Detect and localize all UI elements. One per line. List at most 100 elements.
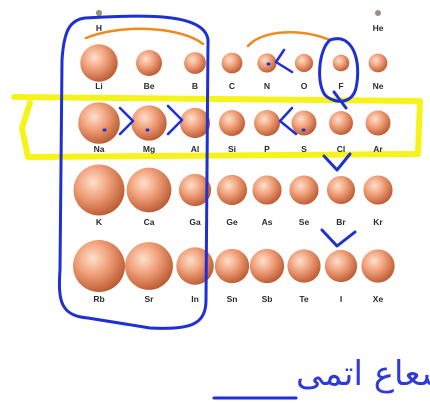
ink-annotations xyxy=(58,14,360,400)
element-symbol: O xyxy=(301,81,308,91)
atom-sphere xyxy=(291,110,317,136)
element-f: F xyxy=(332,54,350,91)
element-si: Si xyxy=(219,110,245,154)
highlight-band xyxy=(11,94,423,160)
element-symbol: In xyxy=(191,294,199,304)
element-he: He xyxy=(373,10,384,33)
element-xe: Xe xyxy=(361,249,395,304)
element-ge: Ge xyxy=(216,174,248,227)
element-symbol: Na xyxy=(94,144,105,154)
atom-sphere xyxy=(73,164,125,216)
atom-sphere xyxy=(363,175,393,205)
arrow-cl-br xyxy=(322,152,352,172)
arrow-s-cl xyxy=(278,106,298,136)
handwritten-caption: شعاع اتمی xyxy=(296,354,430,394)
element-s: S xyxy=(291,110,317,154)
arrow-mg-al xyxy=(166,104,184,136)
atom-sphere xyxy=(178,173,212,207)
atom-sphere xyxy=(294,53,314,73)
element-sb: Sb xyxy=(249,248,285,304)
arrow-f-cl xyxy=(332,90,348,110)
period2-arc-left xyxy=(84,27,205,46)
element-symbol: Si xyxy=(228,144,236,154)
atom-sphere xyxy=(254,110,280,136)
element-symbol: Li xyxy=(95,81,103,91)
group-bracket-left xyxy=(58,14,210,330)
atom-sphere xyxy=(219,110,245,136)
atom-sphere xyxy=(375,10,381,16)
atom-sphere xyxy=(184,52,206,74)
element-symbol: Sb xyxy=(262,294,273,304)
element-symbol: Be xyxy=(144,81,155,91)
element-ga: Ga xyxy=(178,173,212,227)
atom-sphere xyxy=(221,52,243,74)
element-symbol: C xyxy=(229,81,235,91)
atom-sphere xyxy=(126,167,172,213)
element-symbol: He xyxy=(373,23,384,33)
atom-sphere xyxy=(365,110,391,136)
element-symbol: Cl xyxy=(337,144,346,154)
atom-sphere xyxy=(332,54,350,72)
element-br: Br xyxy=(326,175,356,227)
element-in: In xyxy=(176,247,214,304)
atom-sphere xyxy=(326,175,356,205)
element-symbol: Se xyxy=(299,217,310,227)
element-sr: Sr xyxy=(125,242,173,304)
element-te: Te xyxy=(287,249,321,304)
element-symbol: P xyxy=(264,144,270,154)
element-rb: Rb xyxy=(73,240,125,304)
element-symbol: Ge xyxy=(226,217,238,227)
element-mg: Mg xyxy=(131,105,167,154)
element-symbol: K xyxy=(96,217,103,227)
atom-sphere xyxy=(324,249,358,283)
element-n: N xyxy=(257,53,277,91)
atom-sphere xyxy=(216,174,248,206)
atom-sphere xyxy=(368,53,388,73)
atom-sphere xyxy=(73,240,125,292)
atom-sphere xyxy=(287,249,321,283)
element-symbol: Te xyxy=(299,294,309,304)
period2-arc-right xyxy=(246,31,332,48)
element-symbol: Ga xyxy=(189,217,201,227)
element-symbol: Mg xyxy=(143,144,155,154)
element-li: Li xyxy=(80,44,118,91)
atom-sphere xyxy=(179,107,211,139)
arrow-na-mg xyxy=(118,106,135,136)
element-i: I xyxy=(324,249,358,304)
element-symbol: N xyxy=(264,81,270,91)
element-ar: Ar xyxy=(365,110,391,154)
atom-sphere xyxy=(136,50,162,76)
atom-sphere xyxy=(329,111,353,135)
element-b: B xyxy=(184,52,206,91)
element-symbol: Rb xyxy=(93,294,104,304)
element-na: Na xyxy=(78,102,120,154)
element-symbol: H xyxy=(96,23,102,33)
atom-sphere xyxy=(249,248,285,284)
element-ne: Ne xyxy=(368,53,388,91)
circle-f xyxy=(318,37,360,103)
element-sn: Sn xyxy=(214,248,250,304)
atom-sphere xyxy=(214,248,250,284)
element-kr: Kr xyxy=(363,175,393,227)
element-al: Al xyxy=(179,107,211,154)
element-symbol: Kr xyxy=(373,217,383,227)
element-symbol: Al xyxy=(191,144,200,154)
element-as: As xyxy=(252,175,282,227)
element-symbol: Br xyxy=(336,217,346,227)
element-symbol: Ca xyxy=(144,217,155,227)
element-se: Se xyxy=(289,175,319,227)
element-symbol: Ar xyxy=(373,144,383,154)
arrow-n-o xyxy=(274,48,294,74)
element-symbol: Sr xyxy=(145,294,155,304)
atom-sphere xyxy=(289,175,319,205)
arrow-br-i xyxy=(320,228,357,248)
element-p: P xyxy=(254,110,280,154)
element-k: K xyxy=(73,164,125,227)
highlighter-stroke xyxy=(11,94,423,160)
atom-sphere xyxy=(176,247,214,285)
atom-sphere xyxy=(361,249,395,283)
element-cl: Cl xyxy=(329,111,353,154)
